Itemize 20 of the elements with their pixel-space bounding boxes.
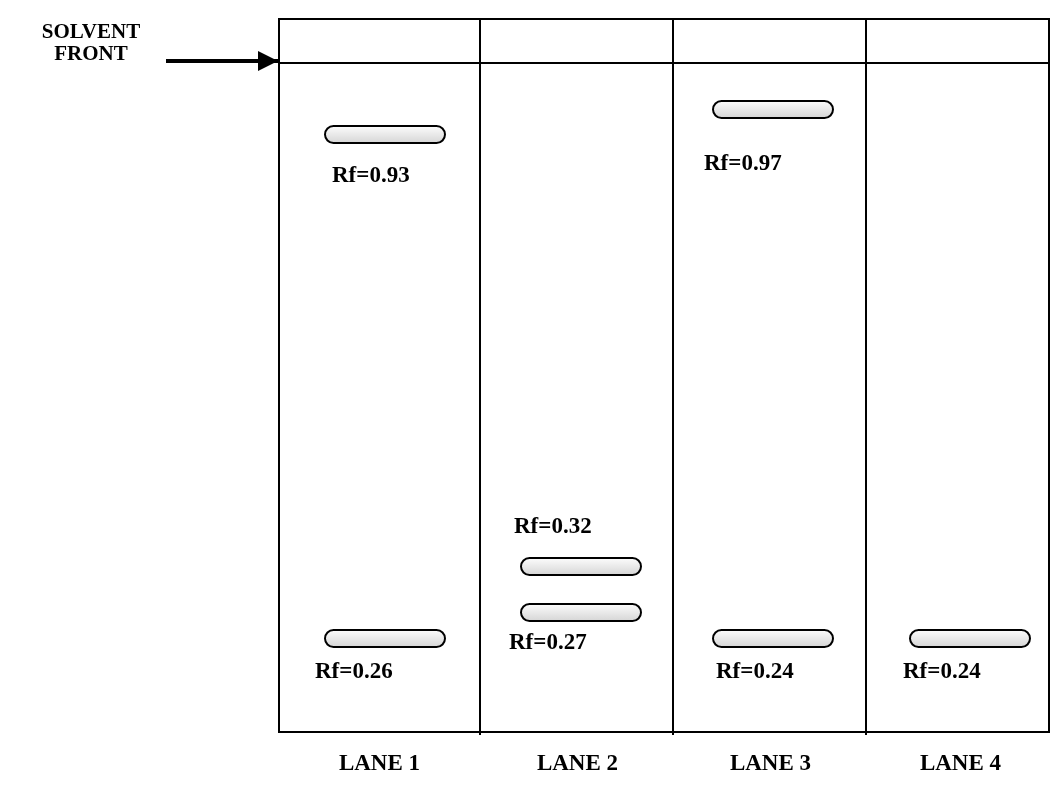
spot [712, 629, 834, 648]
rf-value: Rf=0.97 [704, 151, 782, 174]
spot [909, 629, 1031, 648]
lane-label: LANE 3 [728, 751, 813, 774]
rf-value: Rf=0.27 [509, 630, 587, 653]
rf-value: Rf=0.24 [716, 659, 794, 682]
solvent-front-label: SOLVENT FRONT [20, 20, 162, 70]
spot [324, 125, 446, 144]
lane-label: LANE 4 [918, 751, 1003, 774]
lane-label: LANE 2 [535, 751, 620, 774]
arrow [166, 51, 278, 71]
spot [520, 603, 642, 622]
lane-label: LANE 1 [337, 751, 422, 774]
rf-value: Rf=0.32 [514, 514, 592, 537]
spot [324, 629, 446, 648]
spot [712, 100, 834, 119]
rf-value: Rf=0.26 [315, 659, 393, 682]
rf-value: Rf=0.24 [903, 659, 981, 682]
rf-value: Rf=0.93 [332, 163, 410, 186]
spot [520, 557, 642, 576]
